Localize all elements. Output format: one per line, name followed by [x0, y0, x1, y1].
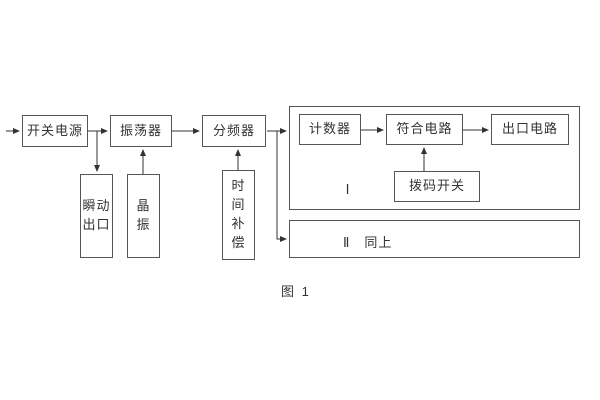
figure-caption: 图 1 — [281, 284, 311, 299]
group-II-box — [289, 220, 580, 258]
block-frequency-divider: 分频器 — [202, 115, 266, 147]
block-output-circuit: 出口电路 — [491, 114, 569, 145]
block-dial-code-switch: 拨码开关 — [394, 171, 480, 202]
block-crystal-oscillator: 晶 振 — [127, 174, 160, 258]
block-switch-power-supply: 开关电源 — [22, 115, 88, 147]
block-instant-output: 瞬动 出口 — [80, 174, 113, 258]
group-II-label: Ⅱ 同上 — [343, 235, 393, 250]
block-coincidence-circuit: 符合电路 — [386, 114, 463, 145]
block-oscillator: 振荡器 — [110, 115, 172, 147]
block-time-compensation: 时 间 补 偿 — [222, 170, 255, 260]
block-counter: 计数器 — [299, 114, 361, 145]
group-I-box — [289, 106, 580, 210]
group-I-label: Ⅰ — [345, 182, 351, 197]
